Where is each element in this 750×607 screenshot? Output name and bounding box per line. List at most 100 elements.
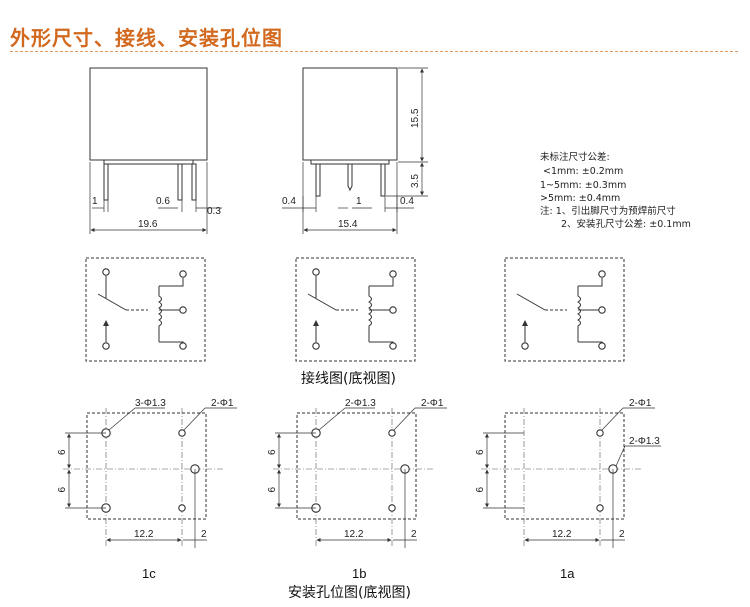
coil-lead-top <box>159 278 184 287</box>
hole-small-2 <box>178 504 186 512</box>
contact-pin-top <box>312 268 320 276</box>
note-line-2: <1mm: ±0.2mm <box>543 166 623 177</box>
hole-small-1 <box>178 429 186 437</box>
leader-small <box>601 407 624 431</box>
relay-body-side <box>302 67 398 161</box>
dim-r-label: 2 <box>201 529 207 540</box>
wiring-diagram-1a <box>504 257 625 362</box>
note-line-4: >5mm: ±0.4mm <box>540 193 620 204</box>
arrow-up-icon <box>522 320 528 326</box>
dim-v2-label: 6 <box>57 487 68 493</box>
dim-side-right-offset: 0.4 <box>400 196 414 207</box>
relay-body-front <box>89 67 208 161</box>
dim-front-pitch: 0.6 <box>156 196 170 207</box>
leader-small <box>393 407 416 431</box>
pin-side-2 <box>347 164 353 192</box>
big-hole-label: 3-Φ1.3 <box>135 398 166 409</box>
dim-side-height: 15.5 <box>410 108 421 128</box>
wiring-frame <box>504 257 625 362</box>
note-line-1: 未标注尺寸公差: <box>540 151 610 163</box>
coil-pin-3 <box>598 342 606 350</box>
arrow-up-icon <box>103 320 109 326</box>
big-hole-label: 2-Φ1.3 <box>345 398 376 409</box>
side-outline-view: 15.5 3.5 0.4 1 0.4 15.4 <box>282 67 428 234</box>
pin-front-3 <box>191 163 197 201</box>
mounting-frame <box>504 412 625 520</box>
wiring-diagrams <box>85 257 625 362</box>
dim-front-pin-width: 0.3 <box>207 206 221 217</box>
dim-front-pin-gap: 1 <box>92 196 98 207</box>
contact-pin-bottom <box>102 342 110 350</box>
note-line-6: 2、安装孔尺寸公差: ±0.1mm <box>561 218 691 230</box>
coil-icon <box>368 286 372 342</box>
coil-icon <box>577 286 581 342</box>
mounting-frame <box>86 412 207 520</box>
leader-big <box>318 407 346 431</box>
dim-w-label: 12.2 <box>344 529 364 540</box>
pin-side-3 <box>380 163 386 197</box>
coil-icon <box>158 286 162 342</box>
small-hole-label: 2-Φ1 <box>421 398 444 409</box>
coil-pin-2 <box>598 306 606 314</box>
hole-small-2 <box>596 504 604 512</box>
dim-v1-label: 6 <box>267 449 278 455</box>
coil-pin-3 <box>179 342 187 350</box>
leader-big <box>108 407 136 431</box>
leader-small <box>183 407 206 431</box>
dim-r-label: 2 <box>619 529 625 540</box>
contact-pin-bottom <box>521 342 529 350</box>
wiring-diagram-1c <box>85 257 206 362</box>
coil-pin-1 <box>389 270 397 278</box>
small-hole-label: 2-Φ1 <box>629 398 652 409</box>
dim-v1-label: 6 <box>57 449 68 455</box>
mounting-frame <box>296 412 417 520</box>
relay-base-side <box>303 159 397 165</box>
coil-pin-1 <box>598 270 606 278</box>
coil-lead-top <box>578 278 603 287</box>
small-hole-label: 2-Φ1 <box>211 398 234 409</box>
pin-front-2 <box>177 163 183 201</box>
coil-pin-3 <box>389 342 397 350</box>
dim-r-label: 2 <box>411 529 417 540</box>
hole-small-2 <box>388 504 396 512</box>
coil-pin-1 <box>179 270 187 278</box>
dim-side-left-offset: 0.4 <box>282 196 296 207</box>
mounting-diagram-1c: 6 6 12.2 2 3-Φ1.3 2-Φ1 1c <box>57 398 237 581</box>
note-line-3: 1~5mm: ±0.3mm <box>540 180 626 191</box>
switch-blade <box>307 293 337 311</box>
hole-small-1 <box>388 429 396 437</box>
hole-small-1 <box>596 429 604 437</box>
view-label: 1c <box>142 566 156 581</box>
page-title: 外形尺寸、接线、安装孔位图 <box>10 26 283 50</box>
wiring-frame <box>85 257 206 362</box>
view-label: 1b <box>352 566 366 581</box>
dim-w-label: 12.2 <box>552 529 572 540</box>
pin-front-1 <box>103 163 109 201</box>
front-outline-view: 1 0.6 0.3 19.6 <box>89 67 222 234</box>
switch-blade <box>97 293 127 311</box>
dim-side-width: 15.4 <box>338 219 358 230</box>
coil-pin-2 <box>389 306 397 314</box>
coil-lead-top <box>369 278 394 287</box>
coil-pin-2 <box>179 306 187 314</box>
dim-v2-label: 6 <box>475 487 486 493</box>
dim-v1-label: 6 <box>475 449 486 455</box>
title-rule <box>10 51 738 52</box>
relay-base-front <box>90 159 207 165</box>
wiring-diagram-1b <box>295 257 416 362</box>
big-hole-label: 2-Φ1.3 <box>629 436 660 447</box>
contact-pin-top <box>102 268 110 276</box>
note-line-5: 注: 1、引出脚尺寸为预焊前尺寸 <box>540 205 676 217</box>
dim-w-label: 12.2 <box>134 529 154 540</box>
mounting-diagram-1b: 6 6 12.2 2 2-Φ1.3 2-Φ1 1b <box>267 398 447 581</box>
dim-front-width: 19.6 <box>138 219 158 230</box>
contact-pin-bottom <box>312 342 320 350</box>
tolerance-notes: 未标注尺寸公差: <1mm: ±0.2mm 1~5mm: ±0.3mm >5mm… <box>540 151 691 230</box>
dim-side-pin-gap: 1 <box>356 196 362 207</box>
wiring-frame <box>295 257 416 362</box>
wiring-caption: 接线图(底视图) <box>301 370 396 387</box>
dim-v2-label: 6 <box>267 487 278 493</box>
arrow-up-icon <box>313 320 319 326</box>
